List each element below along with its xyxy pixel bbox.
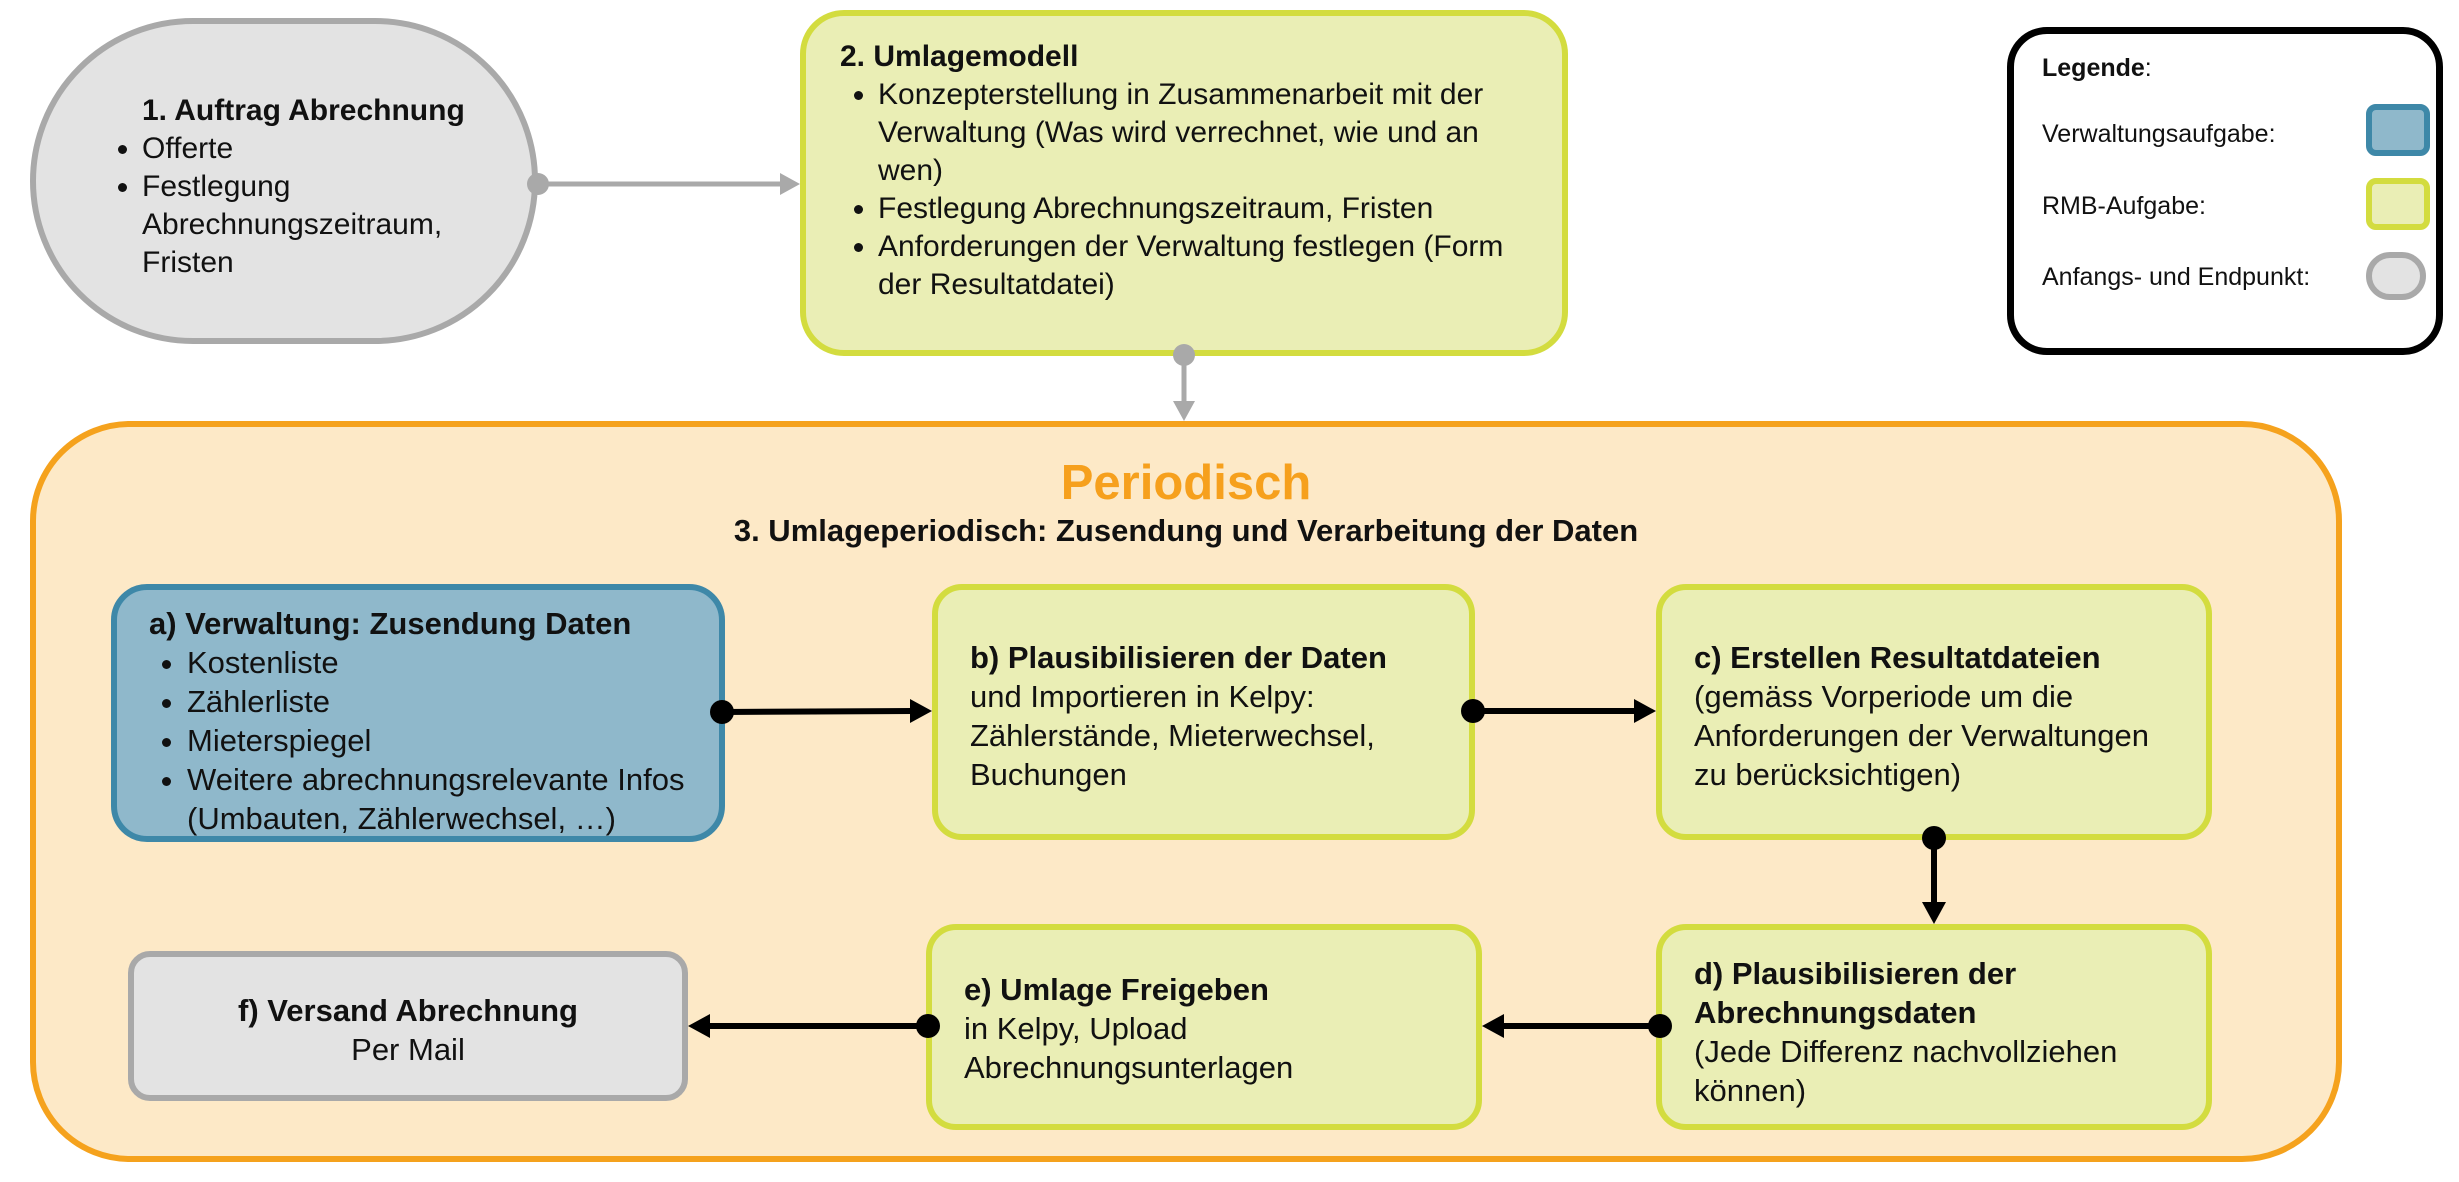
bullet-list: Kostenliste Zählerliste Mieterspiegel We… bbox=[149, 643, 699, 838]
list-item: Zählerliste bbox=[187, 682, 699, 721]
list-item: Anforderungen der Verwaltung festlegen (… bbox=[878, 228, 1532, 304]
arrow-step2-to-periodic bbox=[1173, 344, 1195, 421]
arrow-a-to-b bbox=[710, 699, 932, 724]
bullet-list: Offerte Festlegung Abrechnungszeitraum, … bbox=[104, 130, 502, 282]
arrow-d-to-e bbox=[1482, 1014, 1672, 1038]
node-umlage-freigeben: e) Umlage Freigeben in Kelpy, Upload Abr… bbox=[926, 924, 1482, 1130]
node-title: e) Umlage Freigeben bbox=[964, 972, 1269, 1007]
node-title: 2. Umlagemodell bbox=[840, 40, 1079, 73]
legend-swatch-rmb bbox=[2366, 178, 2430, 230]
node-text: und Importieren in Kelpy: Zählerstände, … bbox=[970, 679, 1375, 792]
periodic-heading: Periodisch bbox=[1060, 456, 1312, 510]
node-versand-abrechnung: f) Versand Abrechnung Per Mail bbox=[128, 951, 688, 1101]
list-item: Festlegung Abrechnungszeitraum, Fristen bbox=[142, 168, 502, 282]
node-title: d) Plausibilisieren der Abrechnungsdaten bbox=[1694, 956, 2017, 1030]
legend-label-start-end: Anfangs- und Endpunkt: bbox=[2042, 263, 2311, 291]
list-item: Mieterspiegel bbox=[187, 721, 699, 760]
arrow-b-to-c bbox=[1461, 699, 1656, 723]
legend-swatch-admin bbox=[2366, 104, 2430, 156]
list-item: Festlegung Abrechnungszeitraum, Fristen bbox=[878, 190, 1532, 228]
periodic-subtitle: 3. Umlageperiodisch: Zusendung und Verar… bbox=[733, 513, 1639, 548]
node-plausibilisieren-abrechnungsdaten: d) Plausibilisieren der Abrechnungsdaten… bbox=[1656, 924, 2212, 1130]
node-plausibilisieren-daten: b) Plausibilisieren der Daten und Import… bbox=[932, 584, 1475, 840]
legend-title-line: Legende: bbox=[2042, 54, 2152, 83]
node-umlagemodell: 2. Umlagemodell Konzepterstellung in Zus… bbox=[800, 10, 1568, 356]
node-title: a) Verwaltung: Zusendung Daten bbox=[149, 606, 632, 641]
node-text: (gemäss Vorperiode um die Anforderungen … bbox=[1694, 679, 2149, 792]
legend-title: Legende bbox=[2042, 54, 2145, 82]
node-title: b) Plausibilisieren der Daten bbox=[970, 640, 1387, 675]
list-item: Weitere abrechnungsrelevante Infos (Umba… bbox=[187, 760, 699, 838]
legend-label-admin: Verwaltungsaufgabe: bbox=[2042, 120, 2276, 148]
legend: Legende: Verwaltungsaufgabe: RMB-Aufgabe… bbox=[2007, 27, 2443, 355]
arrow-c-to-d bbox=[1922, 826, 1946, 924]
node-text: in Kelpy, Upload Abrechnungsunterlagen bbox=[964, 1011, 1294, 1085]
list-item: Kostenliste bbox=[187, 643, 699, 682]
arrow-e-to-f bbox=[688, 1014, 940, 1038]
arrow-step1-to-step2 bbox=[527, 173, 800, 195]
legend-colon: : bbox=[2144, 54, 2152, 82]
node-verwaltung-zusendung-daten: a) Verwaltung: Zusendung Daten Kostenlis… bbox=[111, 584, 725, 842]
node-title: 1. Auftrag Abrechnung bbox=[142, 94, 465, 127]
bullet-list: Konzepterstellung in Zusammenarbeit mit … bbox=[840, 76, 1532, 304]
legend-label-rmb: RMB-Aufgabe: bbox=[2042, 192, 2206, 220]
node-text: (Jede Differenz nachvollziehen können) bbox=[1694, 1034, 2118, 1108]
list-item: Konzepterstellung in Zusammenarbeit mit … bbox=[878, 76, 1532, 190]
list-item: Offerte bbox=[142, 130, 502, 168]
legend-swatch-start-end bbox=[2366, 252, 2426, 300]
node-title: f) Versand Abrechnung bbox=[238, 993, 578, 1028]
node-erstellen-resultatdateien: c) Erstellen Resultatdateien (gemäss Vor… bbox=[1656, 584, 2212, 840]
node-title: c) Erstellen Resultatdateien bbox=[1694, 640, 2101, 675]
node-text: Per Mail bbox=[351, 1032, 465, 1067]
node-auftrag-abrechnung: 1. Auftrag Abrechnung Offerte Festlegung… bbox=[30, 18, 538, 344]
